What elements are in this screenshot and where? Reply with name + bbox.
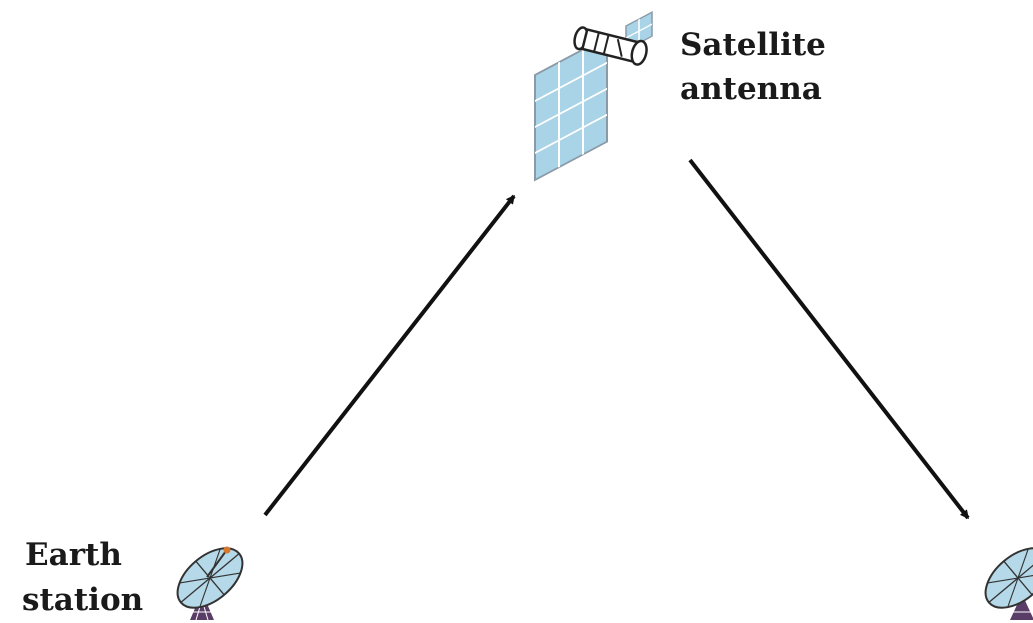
earth-station-label-line1: Earth xyxy=(25,537,122,573)
uplink-arrow xyxy=(263,194,516,517)
satellite-dish-icon xyxy=(984,547,1033,620)
satellite-label-line2: antenna xyxy=(680,71,822,107)
satellite-icon xyxy=(534,11,653,182)
satellite-dish-icon xyxy=(176,546,244,621)
satellite-label-line1: Satellite xyxy=(680,27,826,63)
solar-panel-left xyxy=(534,35,608,182)
downlink-arrow xyxy=(688,158,970,520)
satellite-body xyxy=(573,26,648,66)
earth-station-label-line2: station xyxy=(22,582,143,618)
